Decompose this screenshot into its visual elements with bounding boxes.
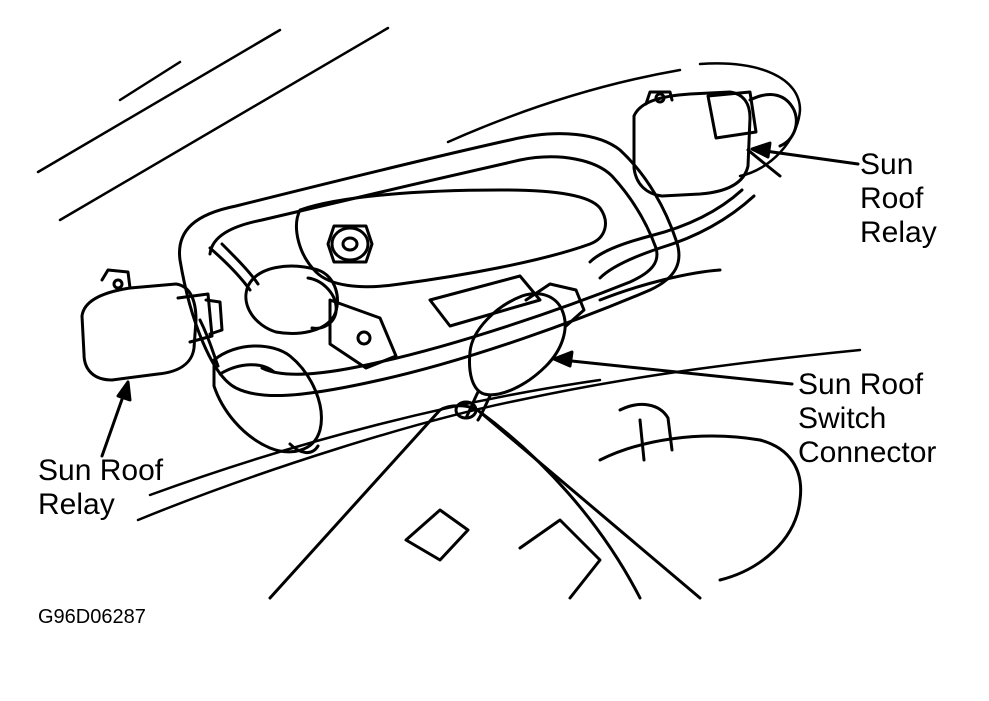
left-relay-shape <box>82 270 222 380</box>
label-line: Sun <box>860 148 914 181</box>
figure-code: G96D06287 <box>38 606 146 628</box>
label-line: Connector <box>798 436 937 469</box>
label-line: Sun Roof <box>38 454 164 487</box>
label-sun-roof-relay-right: Sun Roof Relay <box>860 148 937 250</box>
label-sun-roof-switch-connector: Sun Roof Switch Connector <box>798 368 936 470</box>
label-line: Relay <box>860 216 937 249</box>
label-line: Roof <box>860 182 924 215</box>
console-housing <box>179 134 720 396</box>
label-sun-roof-relay-left: Sun Roof Relay <box>38 454 163 522</box>
label-line: Relay <box>38 488 115 521</box>
label-line: Sun Roof <box>798 368 924 401</box>
harness-wires <box>590 190 754 278</box>
headliner-lines <box>38 28 860 520</box>
label-line: Switch <box>798 402 887 435</box>
motor-bracket <box>297 190 606 368</box>
right-relay-shape <box>634 92 796 196</box>
overhead-console-panel <box>270 404 801 598</box>
leader-arrows <box>102 143 858 456</box>
left-connectors <box>200 244 337 453</box>
